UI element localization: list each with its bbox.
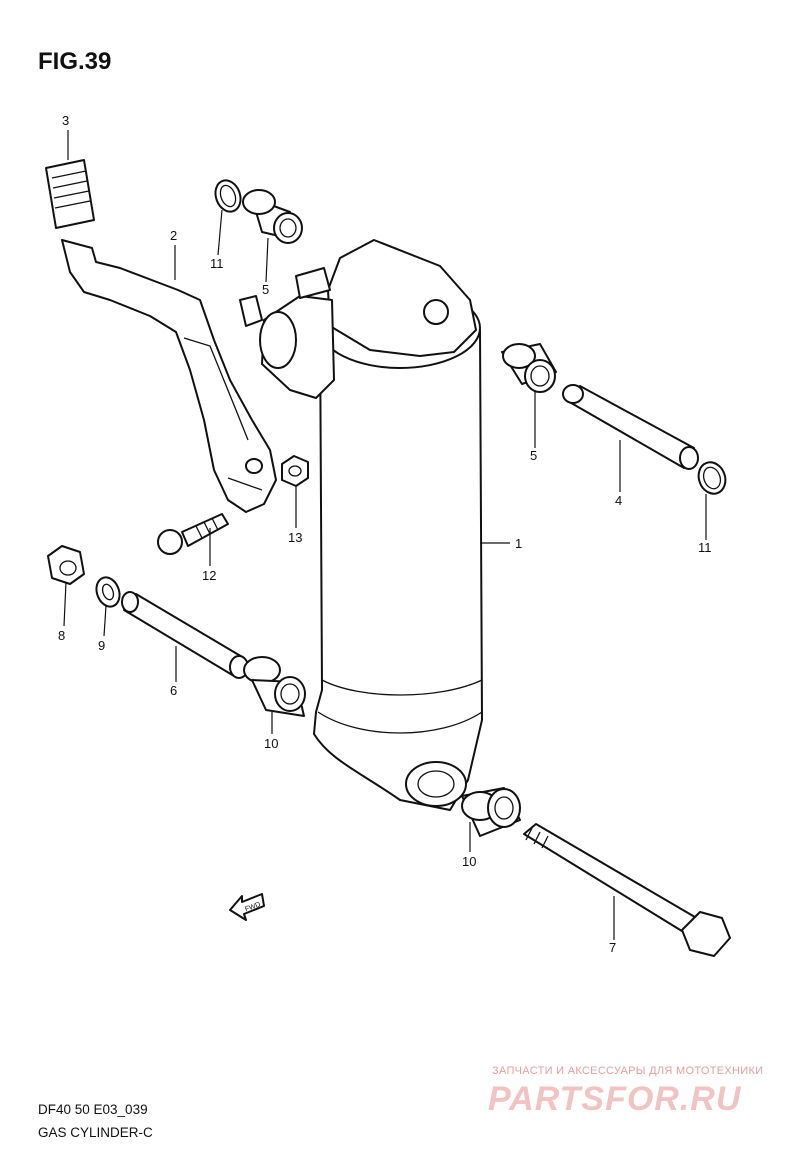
watermark-logo: PARTSFOR.RU (488, 1080, 742, 1118)
callout-9: 9 (98, 638, 105, 653)
leader-8 (63, 581, 67, 627)
part-11-snap-ring-right[interactable] (694, 459, 729, 498)
callout-10-right: 10 (462, 854, 476, 869)
callout-11-top: 11 (210, 256, 224, 271)
part-8-flange-nut[interactable] (47, 545, 85, 585)
callout-1: 1 (515, 536, 522, 551)
callout-5-top: 5 (262, 282, 269, 297)
part-5-bushing-top[interactable] (242, 189, 303, 244)
callout-5-right: 5 (530, 448, 537, 463)
part-10-bushing-right[interactable] (461, 787, 521, 837)
figure-code: DF40 50 E03_039 (38, 1102, 148, 1117)
part-7-bolt[interactable] (523, 823, 731, 957)
part-9-washer[interactable] (93, 574, 124, 610)
part-2-lever[interactable] (61, 239, 277, 513)
callout-7: 7 (609, 940, 616, 955)
fwd-arrow-icon: FWD (229, 893, 265, 921)
part-5-bushing-right[interactable] (501, 343, 557, 393)
figure-title: FIG.39 (38, 48, 112, 75)
part-12-bolt[interactable] (157, 513, 229, 555)
leader-5a (265, 237, 269, 283)
callout-4: 4 (615, 493, 622, 508)
figure-caption: GAS CYLINDER-C (38, 1125, 153, 1140)
part-11-snap-ring-top[interactable] (211, 177, 244, 215)
callout-8: 8 (58, 628, 65, 643)
part-3-pad[interactable] (45, 159, 95, 229)
part-13-nut[interactable] (281, 455, 309, 487)
callout-13: 13 (288, 530, 302, 545)
leader-9 (103, 605, 107, 637)
part-1-gas-cylinder[interactable] (239, 239, 483, 811)
part-6-shaft[interactable] (121, 591, 249, 679)
callout-3: 3 (62, 113, 69, 128)
watermark-tagline: ЗАПЧАСТИ И АКСЕССУАРЫ ДЛЯ МОТОТЕХНИКИ (492, 1065, 764, 1077)
callout-10-left: 10 (264, 736, 278, 751)
callout-11-right: 11 (698, 540, 712, 555)
part-10-bushing-left[interactable] (243, 656, 306, 717)
callout-12: 12 (202, 568, 216, 583)
callout-2: 2 (170, 228, 177, 243)
callout-6: 6 (170, 683, 177, 698)
part-4-shaft[interactable] (562, 384, 699, 470)
leader-11a (217, 209, 223, 256)
